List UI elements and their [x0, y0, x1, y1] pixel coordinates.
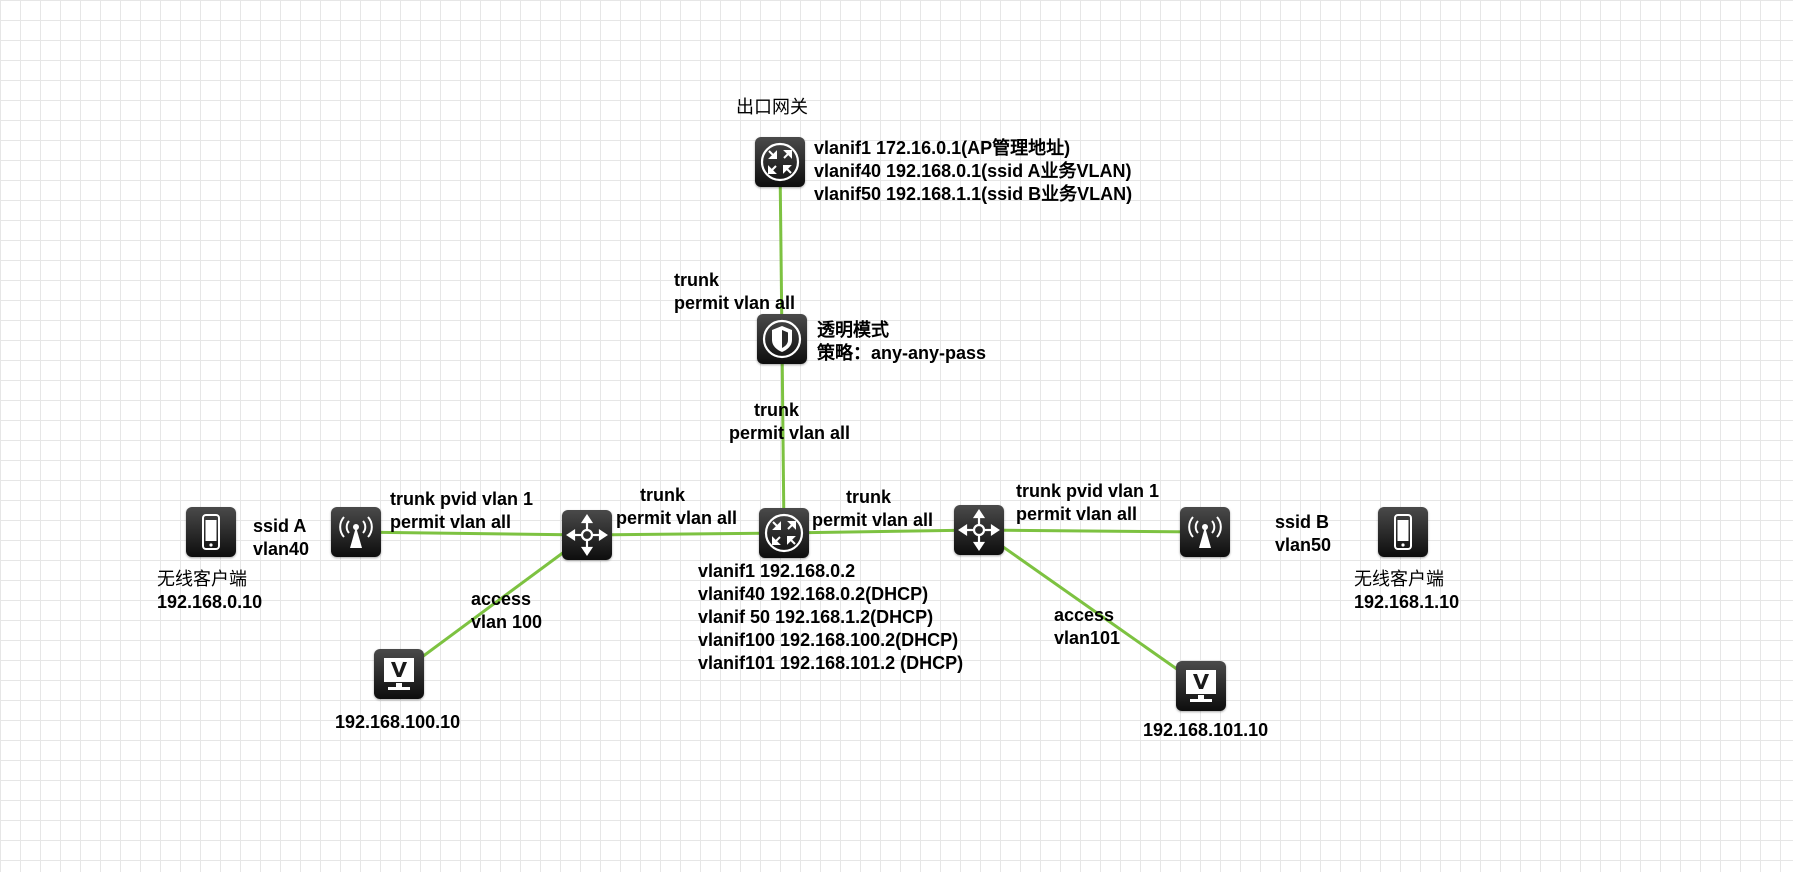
client-name: 无线客户端 [1354, 569, 1444, 590]
link-mode: trunk [754, 400, 799, 420]
monitor-icon [1186, 670, 1216, 702]
left-core-link-label: trunk permit vlan all [616, 484, 737, 530]
firewall-policy: 策略：any-any-pass [817, 343, 987, 363]
router-icon [764, 513, 804, 553]
link-right-switch-ap [978, 528, 1206, 534]
left-access-link-label: access vlan 100 [471, 588, 542, 634]
link-mode: trunk pvid vlan 1 [1016, 481, 1160, 501]
monitor-icon [384, 658, 414, 690]
link-permit: permit vlan all [616, 508, 738, 528]
link-permit: permit vlan all [674, 293, 796, 313]
link-mode: trunk pvid vlan 1 [390, 489, 534, 509]
core-vlanif101: vlanif101 192.168.101.2 (DHCP) [698, 653, 964, 673]
firewall[interactable] [757, 314, 807, 364]
firewall-uplink-label: trunk permit vlan all [674, 269, 795, 315]
core-switch-vlanif-list: vlanif1 192.168.0.2 vlanif40 192.168.0.2… [698, 560, 963, 675]
left-client-label: 无线客户端 192.168.0.10 [157, 568, 262, 614]
link-mode: trunk [640, 485, 685, 505]
switch-icon [958, 509, 1000, 551]
left-wireless-ap[interactable] [331, 507, 381, 557]
right-wireless-client[interactable] [1378, 507, 1428, 557]
gateway-vlanif40: vlanif40 192.168.0.1(ssid A业务VLAN) [814, 161, 1132, 181]
gateway-vlanif50: vlanif50 192.168.1.1(ssid B业务VLAN) [814, 184, 1133, 204]
gateway-title: 出口网关 [736, 97, 808, 118]
left-ap-link-label: trunk pvid vlan 1 permit vlan all [390, 488, 533, 534]
right-pc[interactable] [1176, 661, 1226, 711]
right-access-switch[interactable] [954, 505, 1004, 555]
firewall-mode-label: 透明模式 策略：any-any-pass [817, 319, 986, 365]
right-access-link-label: access vlan101 [1054, 604, 1120, 650]
link-left-switch-pc [398, 533, 588, 676]
wireless-ap-icon [339, 516, 373, 548]
right-wireless-ap[interactable] [1180, 507, 1230, 557]
link-left-switch-core [586, 531, 785, 537]
link-permit: permit vlan all [1016, 504, 1138, 524]
core-switch[interactable] [759, 508, 809, 558]
link-gateway-firewall [778, 162, 784, 341]
link-left-ap-switch [355, 530, 588, 537]
link-vlan: vlan 100 [471, 612, 543, 632]
link-core-right-switch [783, 528, 980, 535]
link-firewall-core [780, 339, 786, 534]
gateway-router[interactable] [755, 137, 805, 187]
core-vlanif100: vlanif100 192.168.100.2(DHCP) [698, 630, 959, 650]
firewall-downlink-label: trunk permit vlan all [729, 399, 850, 445]
ssid-name: ssid A [253, 516, 307, 536]
ssid-vlan: vlan40 [253, 539, 310, 559]
core-vlanif50: vlanif 50 192.168.1.2(DHCP) [698, 607, 934, 627]
link-permit: permit vlan all [729, 423, 851, 443]
client-name: 无线客户端 [157, 569, 247, 590]
switch-icon [566, 514, 608, 556]
firewall-mode: 透明模式 [817, 320, 889, 340]
left-pc[interactable] [374, 649, 424, 699]
link-mode: trunk [846, 487, 891, 507]
link-mode: access [471, 589, 532, 609]
left-ssid-label: ssid A vlan40 [253, 515, 309, 561]
client-ip: 192.168.1.10 [1354, 592, 1460, 612]
router-icon [760, 142, 800, 182]
link-permit: permit vlan all [812, 510, 934, 530]
gateway-vlanif-list: vlanif1 172.16.0.1(AP管理地址) vlanif40 192.… [814, 137, 1132, 206]
link-mode: access [1054, 605, 1115, 625]
right-ap-link-label: trunk pvid vlan 1 permit vlan all [1016, 480, 1159, 526]
link-permit: permit vlan all [390, 512, 512, 532]
wireless-ap-icon [1188, 516, 1222, 548]
mobile-phone-icon [1394, 514, 1412, 550]
firewall-shield-icon [762, 319, 802, 359]
link-mode: trunk [674, 270, 719, 290]
left-pc-ip: 192.168.100.10 [335, 712, 461, 732]
core-vlanif1: vlanif1 192.168.0.2 [698, 561, 856, 581]
right-ssid-label: ssid B vlan50 [1275, 511, 1331, 557]
link-vlan: vlan101 [1054, 628, 1121, 648]
right-client-label: 无线客户端 192.168.1.10 [1354, 568, 1459, 614]
client-ip: 192.168.0.10 [157, 592, 263, 612]
gateway-vlanif1: vlanif1 172.16.0.1(AP管理地址) [814, 138, 1071, 158]
core-vlanif40: vlanif40 192.168.0.2(DHCP) [698, 584, 929, 604]
ssid-vlan: vlan50 [1275, 535, 1332, 555]
right-core-link-label: trunk permit vlan all [812, 486, 933, 532]
mobile-phone-icon [202, 514, 220, 550]
right-pc-ip: 192.168.101.10 [1143, 720, 1269, 740]
left-access-switch[interactable] [562, 510, 612, 560]
left-wireless-client[interactable] [186, 507, 236, 557]
link-right-switch-pc [978, 528, 1202, 688]
ssid-name: ssid B [1275, 512, 1330, 532]
